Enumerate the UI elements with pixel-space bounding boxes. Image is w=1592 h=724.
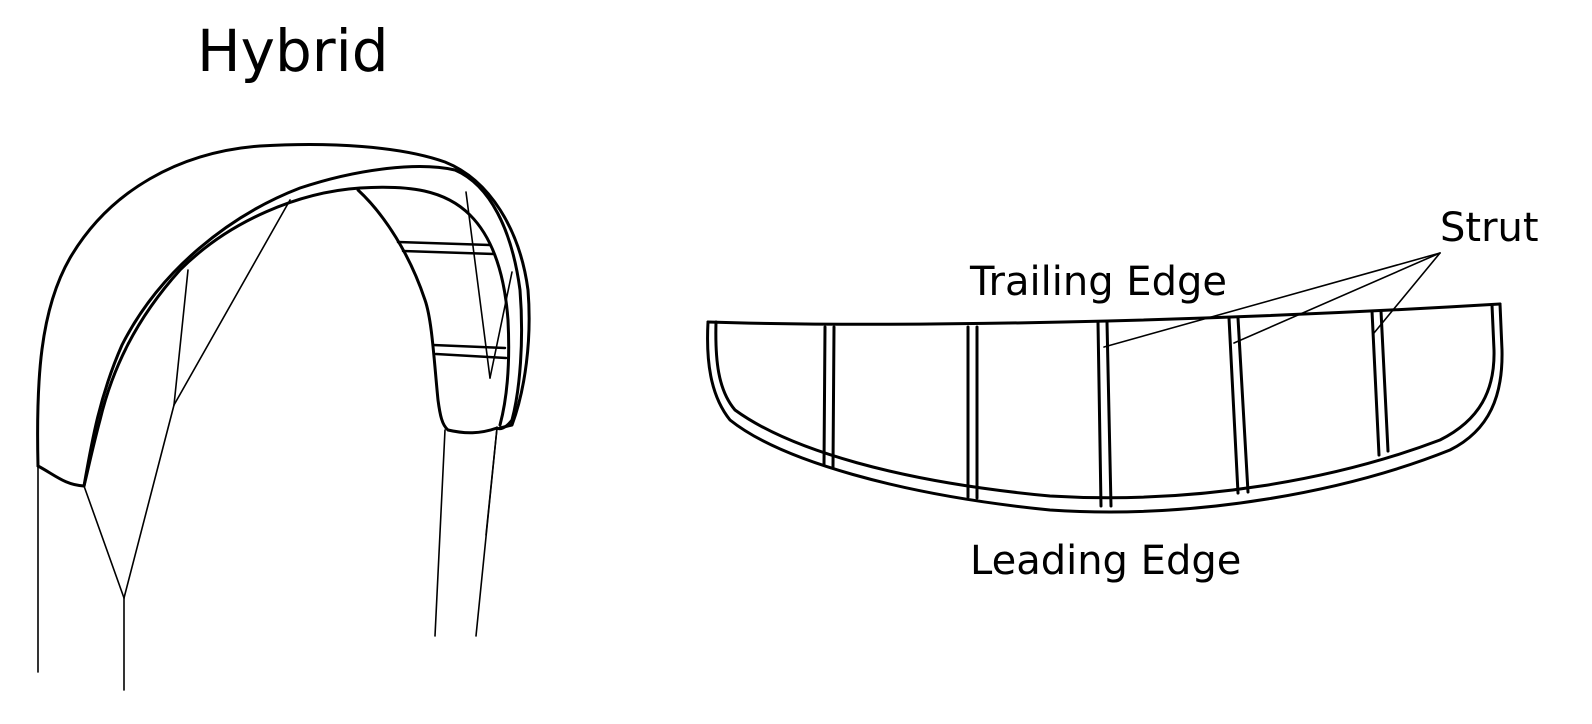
leading-edge-inner bbox=[714, 303, 1496, 500]
strut bbox=[1096, 320, 1103, 508]
strut-top-a bbox=[396, 240, 492, 247]
bridle-line bbox=[489, 271, 513, 379]
strut bbox=[822, 325, 827, 467]
bridle-line bbox=[485, 427, 498, 536]
bridle-line bbox=[173, 199, 291, 406]
leading-edge-tube-inner bbox=[82, 185, 511, 488]
hybrid-kite-3d bbox=[36, 143, 531, 691]
bridle-line bbox=[465, 191, 491, 379]
plan-struts bbox=[822, 309, 1390, 508]
bridle-line bbox=[434, 429, 446, 637]
callout-line bbox=[1103, 252, 1441, 348]
trailing-edge-label: Trailing Edge bbox=[970, 259, 1227, 305]
strut bbox=[1105, 320, 1113, 508]
callout-line bbox=[1373, 252, 1441, 334]
canopy-underside bbox=[356, 188, 499, 435]
strut bbox=[1379, 309, 1390, 453]
strut bbox=[1236, 316, 1250, 494]
kite-canopy-outer bbox=[36, 143, 531, 468]
strut bbox=[831, 325, 836, 469]
strut bbox=[1227, 316, 1240, 495]
leading-edge-outer bbox=[706, 302, 1504, 514]
strut bbox=[1370, 309, 1381, 457]
callout-line bbox=[1233, 252, 1441, 344]
bridle-line bbox=[123, 404, 175, 599]
bridle-line bbox=[83, 485, 125, 599]
strut-top-b bbox=[401, 249, 496, 256]
strut-callout-lines bbox=[1103, 252, 1441, 348]
strut-mid-a bbox=[431, 343, 507, 350]
leading-edge-tube-outer bbox=[36, 165, 524, 488]
kite-plan-view bbox=[706, 252, 1504, 514]
strut-label: Strut bbox=[1440, 205, 1539, 251]
bridle-line bbox=[173, 269, 189, 406]
leading-edge-label: Leading Edge bbox=[970, 538, 1242, 584]
diagram-title: Hybrid bbox=[197, 17, 389, 85]
